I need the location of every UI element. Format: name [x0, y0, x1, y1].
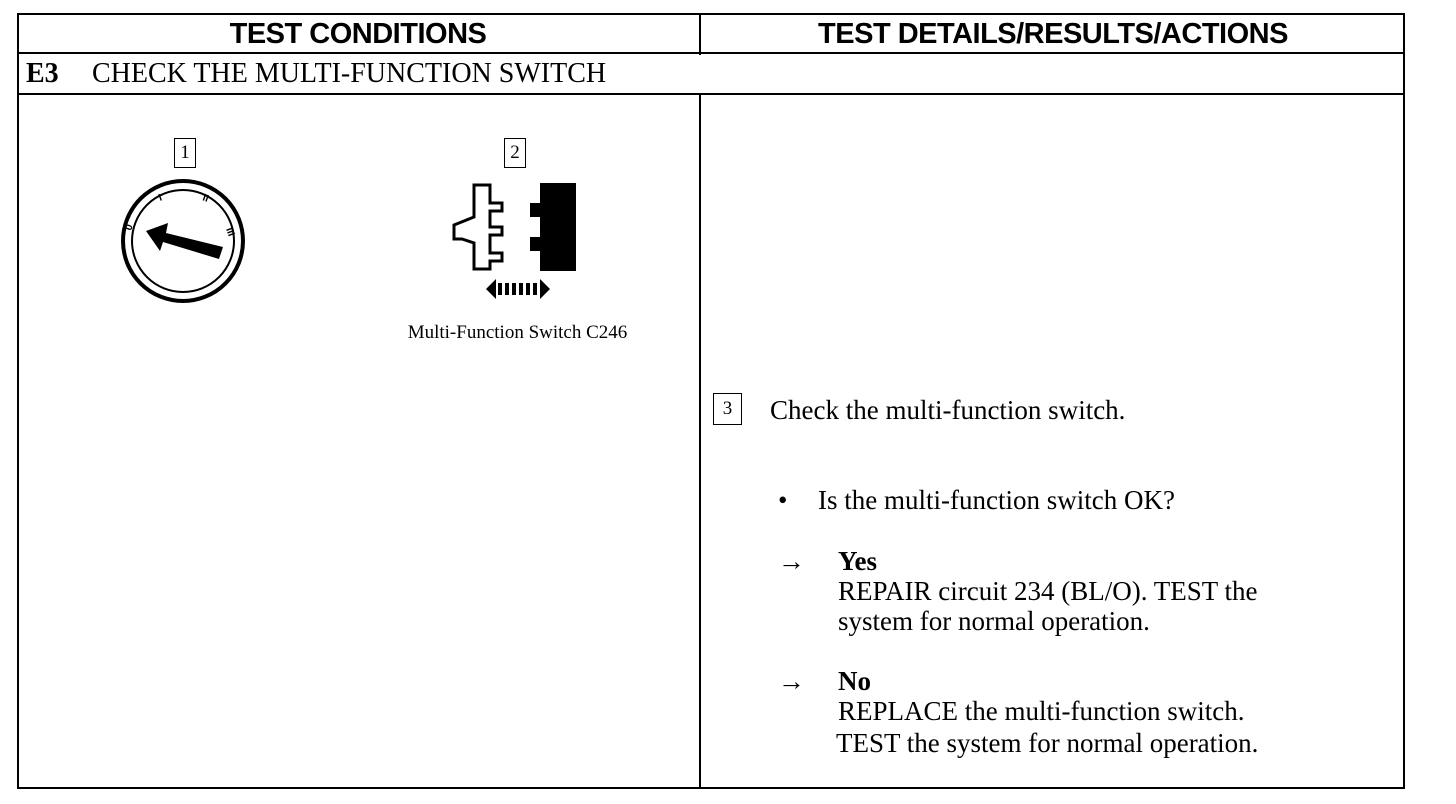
step-title: CHECK THE MULTI-FUNCTION SWITCH	[92, 58, 607, 89]
header-column-divider	[699, 13, 701, 55]
detail-instruction: Check the multi-function switch.	[770, 395, 1126, 425]
step-title-row: E3 CHECK THE MULTI-FUNCTION SWITCH	[26, 56, 606, 92]
svg-text:I: I	[157, 192, 164, 203]
step-row-divider	[17, 93, 1405, 95]
no-arrow-icon: →	[778, 666, 805, 696]
yes-arrow-icon: →	[778, 546, 805, 576]
test-conditions-header: TEST CONDITIONS	[229, 18, 487, 50]
figure-2-caption: Multi-Function Switch C246	[407, 322, 628, 343]
figure-1-number: 1	[174, 138, 196, 168]
bullet-icon: •	[778, 485, 788, 515]
figure-2-number: 2	[504, 138, 526, 168]
ignition-switch-icon: 0 I II III	[121, 179, 245, 303]
test-details-header: TEST DETAILS/RESULTS/ACTIONS	[818, 18, 1288, 50]
yes-action-line-2: system for normal operation.	[838, 606, 1150, 636]
svg-text:II: II	[201, 192, 210, 204]
body-column-divider	[699, 93, 701, 789]
table-frame	[17, 13, 1405, 789]
no-action-line-1: REPLACE the multi-function switch.	[838, 696, 1245, 726]
connector-disconnect-icon	[452, 183, 576, 299]
detail-question: Is the multi-function switch OK?	[818, 485, 1175, 515]
svg-text:0: 0	[123, 223, 135, 232]
yes-label: Yes	[838, 546, 877, 576]
no-action-line-2: TEST the system for normal operation.	[836, 728, 1259, 758]
svg-text:III: III	[223, 226, 236, 238]
header-divider	[17, 52, 1405, 54]
detail-step-number: 3	[713, 393, 742, 425]
no-label: No	[838, 666, 871, 696]
step-number: E3	[26, 58, 59, 89]
yes-action-line-1: REPAIR circuit 234 (BL/O). TEST the	[838, 576, 1258, 606]
